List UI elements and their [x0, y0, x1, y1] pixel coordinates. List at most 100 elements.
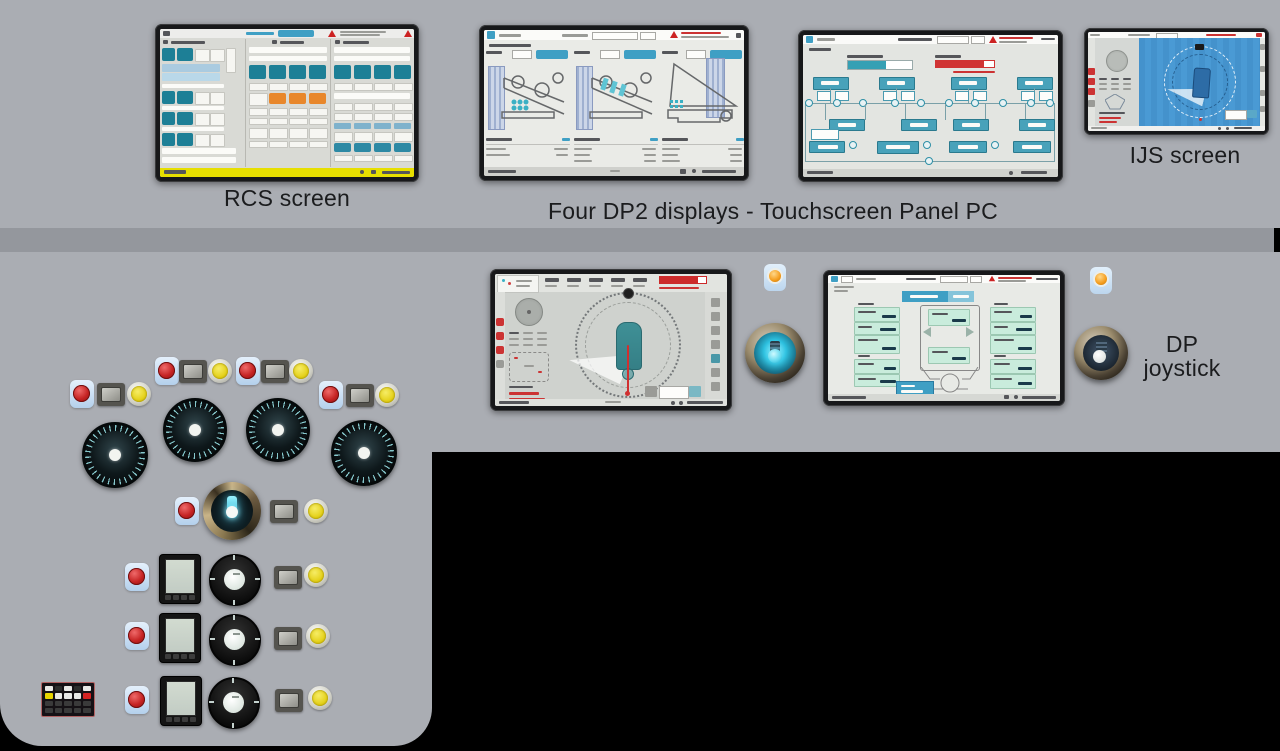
keypad-key[interactable] — [83, 693, 91, 699]
steering-alarm-button[interactable] — [309, 93, 326, 104]
keypad-key[interactable] — [73, 700, 82, 706]
rcs-screen[interactable] — [155, 24, 419, 182]
keypad-key[interactable] — [54, 700, 63, 706]
steering-pump-button[interactable] — [249, 65, 266, 79]
keypad-key[interactable] — [64, 686, 72, 692]
breaker-node[interactable] — [833, 99, 841, 107]
thruster-start-button[interactable] — [162, 48, 175, 61]
center-joystick[interactable] — [745, 323, 805, 383]
breaker-node[interactable] — [999, 99, 1007, 107]
mode-header-box[interactable] — [902, 291, 974, 302]
generator-box[interactable] — [813, 77, 849, 90]
select-pushbutton[interactable] — [261, 360, 289, 383]
breaker-node[interactable] — [991, 141, 999, 149]
alarm-keypad[interactable] — [41, 682, 95, 717]
keypad-key[interactable] — [64, 693, 72, 699]
breaker-node[interactable] — [1046, 99, 1054, 107]
dp-gray-button[interactable] — [496, 360, 504, 368]
keypad-key[interactable] — [45, 693, 53, 699]
stop-pushbutton[interactable] — [125, 622, 149, 650]
keypad-key[interactable] — [64, 700, 72, 706]
dp-side-button-active[interactable] — [711, 354, 720, 363]
consumer-box[interactable] — [901, 119, 937, 131]
ijs-side-button[interactable] — [1260, 90, 1265, 96]
propulsion-standby-button[interactable] — [374, 143, 391, 152]
propulsion-standby-button[interactable] — [334, 143, 351, 152]
acknowledge-pushbutton[interactable] — [208, 359, 232, 383]
dp-display-position-plot[interactable] — [490, 269, 732, 411]
generator-box[interactable] — [879, 77, 915, 90]
stop-pushbutton[interactable] — [125, 563, 149, 591]
propulsion-mode-button[interactable] — [354, 123, 371, 129]
thruster-feed-box[interactable] — [1013, 141, 1051, 153]
dp-joystick[interactable] — [1074, 326, 1128, 380]
consumer-box[interactable] — [1019, 119, 1055, 131]
azimuth-control-knob[interactable] — [246, 398, 310, 462]
azimuth-control-knob[interactable] — [163, 398, 227, 462]
propulsion-start-button[interactable] — [374, 65, 391, 79]
select-pushbutton[interactable] — [97, 383, 125, 406]
dp-side-button[interactable] — [711, 340, 720, 349]
breaker-node[interactable] — [925, 157, 933, 165]
thruster-mode-button[interactable] — [177, 48, 193, 61]
posplot-compass-area[interactable] — [553, 288, 705, 404]
dp-red-button[interactable] — [496, 346, 504, 354]
thruster-lever-knob[interactable] — [209, 614, 261, 666]
breaker-node[interactable] — [859, 99, 867, 107]
acknowledge-pushbutton[interactable] — [306, 624, 330, 648]
keypad-key[interactable] — [45, 686, 53, 692]
select-pushbutton[interactable] — [346, 384, 374, 407]
dp-side-button[interactable] — [711, 298, 720, 307]
ijs-side-button[interactable] — [1260, 106, 1265, 112]
zoom-button[interactable] — [1247, 110, 1257, 118]
select-view-button[interactable] — [536, 50, 568, 59]
select-pushbutton[interactable] — [179, 360, 207, 383]
azimuth-control-knob[interactable] — [331, 420, 397, 486]
dp2-display-power-mimic[interactable] — [798, 30, 1063, 182]
dp2-display-diagrams[interactable] — [479, 25, 749, 181]
ijs-red-button[interactable] — [1088, 88, 1095, 95]
propulsion-standby-button[interactable] — [354, 143, 371, 152]
keypad-key[interactable] — [54, 707, 63, 713]
select-view-button[interactable] — [710, 50, 742, 59]
ijs-side-button[interactable] — [1260, 66, 1265, 72]
ijs-red-button[interactable] — [1088, 78, 1095, 85]
breaker-node[interactable] — [971, 99, 979, 107]
keypad-key[interactable] — [83, 700, 91, 706]
steering-alarm-button[interactable] — [289, 93, 306, 104]
propulsion-start-button[interactable] — [354, 65, 371, 79]
ijs-gray-button[interactable] — [1088, 100, 1095, 107]
stop-pushbutton[interactable] — [175, 497, 199, 525]
keypad-key[interactable] — [45, 707, 53, 713]
dp-red-button[interactable] — [496, 318, 504, 326]
ijs-side-button[interactable] — [1260, 44, 1265, 50]
breaker-node[interactable] — [849, 141, 857, 149]
thruster-start-button[interactable] — [162, 112, 175, 125]
breaker-node[interactable] — [923, 141, 931, 149]
steering-alarm-button[interactable] — [269, 93, 286, 104]
propulsion-mode-button[interactable] — [334, 123, 351, 129]
ijs-screen[interactable] — [1084, 28, 1269, 135]
keypad-key[interactable] — [54, 686, 63, 692]
keypad-key[interactable] — [73, 693, 82, 699]
thruster-mode-button[interactable] — [177, 112, 193, 125]
dp-side-button[interactable] — [711, 382, 720, 391]
thruster-lever-knob[interactable] — [208, 677, 260, 729]
acknowledge-pushbutton[interactable] — [127, 382, 151, 406]
keypad-key[interactable] — [54, 693, 63, 699]
illuminated-heading-knob[interactable] — [203, 482, 261, 540]
dp-side-button[interactable] — [711, 312, 720, 321]
ijs-plot-area[interactable] — [1139, 38, 1260, 126]
thruster-feed-box[interactable] — [877, 141, 919, 154]
keypad-key[interactable] — [73, 707, 82, 713]
select-pushbutton[interactable] — [274, 566, 302, 589]
steering-pump-button[interactable] — [269, 65, 286, 79]
acknowledge-pushbutton[interactable] — [375, 383, 399, 407]
thruster-feed-box[interactable] — [949, 141, 987, 153]
propulsion-mode-button[interactable] — [394, 123, 411, 129]
generator-box[interactable] — [951, 77, 987, 90]
stop-pushbutton[interactable] — [236, 357, 260, 385]
acknowledge-pushbutton[interactable] — [304, 499, 328, 523]
breaker-node[interactable] — [805, 99, 813, 107]
keypad-key[interactable] — [83, 707, 91, 713]
